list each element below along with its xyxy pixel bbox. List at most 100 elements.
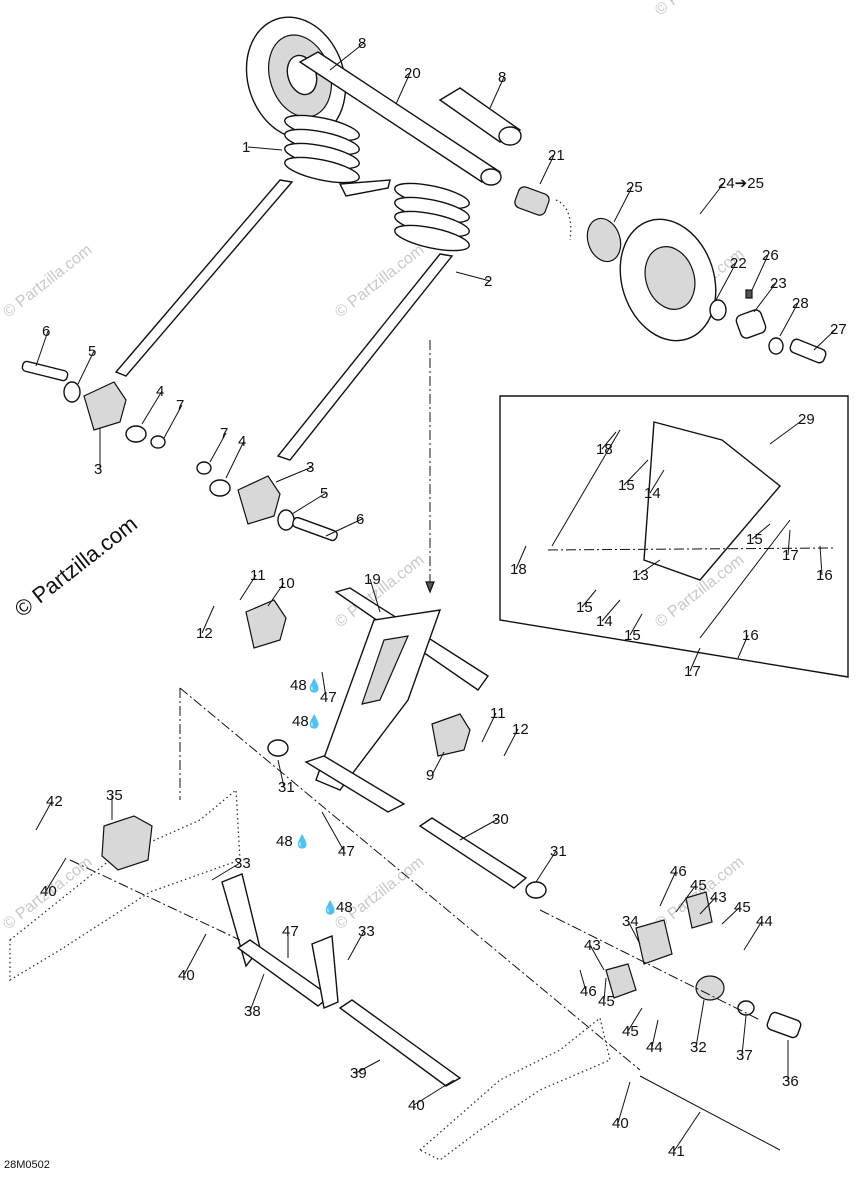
washer (768, 337, 784, 355)
spacer-end (498, 126, 522, 146)
watermark: © Partzilla.com (652, 0, 747, 19)
leader-line (601, 599, 621, 622)
part-callout-27: 27 (830, 321, 847, 338)
part-callout-7: 7 (176, 397, 184, 414)
nut (150, 435, 166, 449)
part-callout-21: 21 (548, 147, 565, 164)
leader-line (637, 559, 661, 576)
leader-line (321, 671, 327, 698)
axle-end (480, 168, 502, 186)
part-callout-41: 41 (668, 1143, 685, 1160)
leader-line (183, 933, 207, 976)
leader-line (603, 977, 607, 1002)
leader-line (721, 906, 741, 925)
part-callout-20: 20 (404, 65, 421, 82)
bearing-right (586, 217, 622, 263)
part-callout-39: 39 (350, 1065, 367, 1082)
part-callout-13: 13 (632, 567, 649, 584)
nut (196, 461, 212, 475)
part-callout-40: 40 (40, 883, 57, 900)
grease-drop-icon: 💧 (306, 678, 322, 693)
leader-line (779, 302, 799, 337)
bushing-31 (267, 739, 289, 757)
part-callout-29: 29 (798, 411, 815, 428)
leader-line (689, 647, 701, 672)
set-screw (745, 289, 753, 299)
bushing (514, 186, 550, 216)
axle-tube (298, 51, 502, 183)
part-callout-3: 3 (306, 459, 314, 476)
part-callout-45: 45 (622, 1023, 639, 1040)
leader-line (613, 186, 633, 223)
bolt (292, 516, 338, 542)
part-callout-48: 48 (292, 713, 309, 730)
shaft-30 (418, 817, 528, 889)
spring-left (114, 114, 391, 377)
part-callout-44: 44 (646, 1039, 663, 1056)
leader-line (581, 589, 597, 608)
part-callout-47: 47 (320, 689, 337, 706)
part-callout-6: 6 (356, 511, 364, 528)
part-callout-48: 48 (276, 833, 293, 850)
leader-line (239, 574, 257, 601)
leader-line (275, 466, 313, 483)
leader-line (291, 492, 327, 515)
leader-line (699, 896, 717, 915)
leader-line (589, 944, 605, 971)
right-rail (418, 1016, 611, 1161)
leader-line (699, 182, 725, 215)
part-callout-33: 33 (234, 855, 251, 872)
leader-line (743, 920, 763, 951)
inset-rod (699, 519, 791, 639)
part-callout-5: 5 (320, 485, 328, 502)
part-callout-17: 17 (782, 547, 799, 564)
leader-line (737, 634, 749, 659)
leader-line (459, 818, 499, 841)
part-callout-46: 46 (580, 983, 597, 1000)
leader-line (673, 1111, 701, 1152)
leader-line (413, 1079, 455, 1106)
leader-line (277, 759, 285, 788)
part-callout-40: 40 (612, 1115, 629, 1132)
part-callout-7: 7 (220, 425, 228, 442)
part-callout-15: 15 (746, 531, 763, 548)
inset-arm (643, 421, 782, 581)
washer (63, 381, 81, 403)
circlip (555, 199, 572, 241)
part-callout-1: 1 (242, 139, 250, 156)
part-callout-32: 32 (690, 1039, 707, 1056)
shaft-39 (338, 999, 462, 1087)
part-callout-48: 48 (290, 677, 307, 694)
block-10 (245, 599, 287, 649)
leader-line (329, 42, 365, 71)
part-callout-18: 18 (596, 441, 613, 458)
leader-line (651, 1019, 659, 1048)
part-callout-42: 42 (46, 793, 63, 810)
leader-line (629, 613, 643, 636)
leader-line (579, 969, 587, 992)
bolt (21, 360, 69, 382)
leader-line (539, 154, 555, 185)
leader-line (787, 529, 791, 556)
torsion-springs (114, 114, 470, 461)
lower-frame (9, 788, 802, 1161)
part-callout-8: 8 (498, 69, 506, 86)
leader-line (455, 271, 491, 282)
leader-line (35, 330, 49, 367)
leader-line (225, 440, 245, 479)
leader-line (751, 254, 769, 291)
part-callout-22: 22 (730, 255, 747, 272)
leader-line (617, 1081, 631, 1124)
watermark: © Partzilla.com (652, 551, 747, 631)
bracket-38-right (311, 935, 339, 1009)
leader-line (321, 811, 345, 852)
leader-line (623, 459, 649, 486)
bushing-32 (695, 975, 725, 1001)
leader-line (753, 282, 777, 313)
leader-line (813, 328, 837, 351)
part-callout-26: 26 (762, 247, 779, 264)
part-callout-5: 5 (88, 343, 96, 360)
part-callout-40: 40 (178, 967, 195, 984)
leader-line (627, 1007, 643, 1032)
